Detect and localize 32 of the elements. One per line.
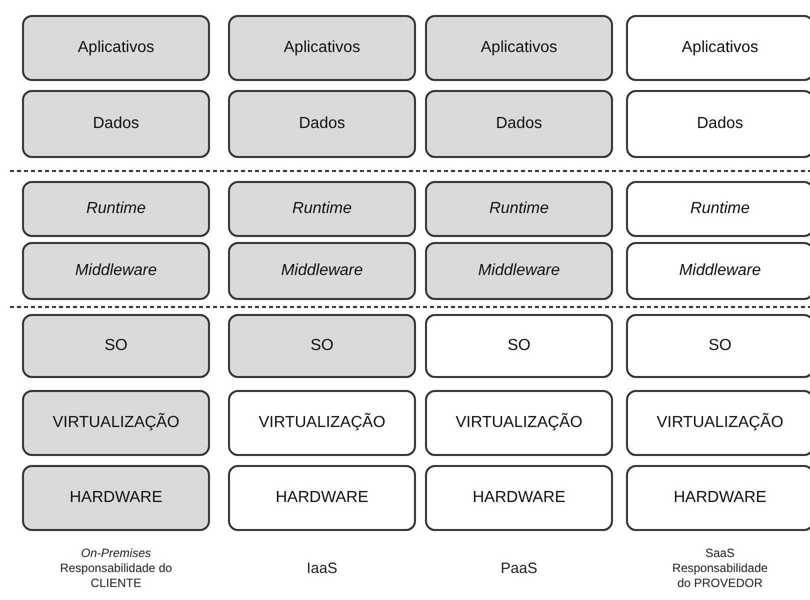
applications-box: Aplicativos — [22, 15, 210, 81]
column-label: On-Premises Responsabilidade do CLIENTE — [58, 544, 174, 592]
runtime-box: Runtime — [425, 181, 613, 237]
middleware-box: Middleware — [228, 242, 416, 300]
os-box: SO — [22, 314, 210, 378]
middleware-box: Middleware — [425, 242, 613, 300]
os-box: SO — [425, 314, 613, 378]
column-label: SaaS Responsabilidade do PROVEDOR — [671, 544, 769, 592]
data-box: Dados — [22, 90, 210, 158]
data-box: Dados — [228, 90, 416, 158]
virtualization-box: VIRTUALIZAÇÃO — [425, 390, 613, 456]
applications-box: Aplicativos — [626, 15, 810, 81]
virtualization-box: VIRTUALIZAÇÃO — [626, 390, 810, 456]
middleware-box: Middleware — [22, 242, 210, 300]
applications-box: Aplicativos — [228, 15, 416, 81]
middleware-box: Middleware — [626, 242, 810, 300]
data-box: Dados — [626, 90, 810, 158]
virtualization-box: VIRTUALIZAÇÃO — [228, 390, 416, 456]
hardware-box: HARDWARE — [626, 465, 810, 531]
runtime-box: Runtime — [626, 181, 810, 237]
hardware-box: HARDWARE — [228, 465, 416, 531]
os-box: SO — [228, 314, 416, 378]
runtime-box: Runtime — [22, 181, 210, 237]
column-label: IaaS — [306, 558, 338, 578]
hardware-box: HARDWARE — [22, 465, 210, 531]
data-box: Dados — [425, 90, 613, 158]
os-box: SO — [626, 314, 810, 378]
column-label: PaaS — [500, 558, 538, 578]
hardware-box: HARDWARE — [425, 465, 613, 531]
runtime-box: Runtime — [228, 181, 416, 237]
applications-box: Aplicativos — [425, 15, 613, 81]
virtualization-box: VIRTUALIZAÇÃO — [22, 390, 210, 456]
